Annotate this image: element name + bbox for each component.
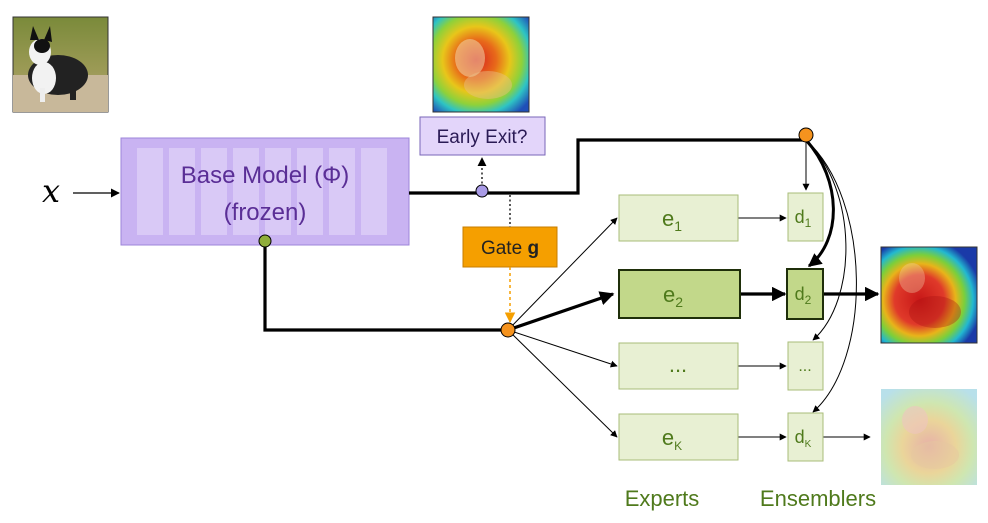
expert-1-label: e (662, 206, 674, 231)
feature-arrow-d3 (805, 139, 847, 341)
route-arrow-e1 (507, 217, 618, 331)
gate-label: Gate (481, 238, 527, 259)
route-arrow-ek (507, 329, 618, 438)
base-model-block: Base Model (Φ) (frozen) (120, 137, 410, 246)
experts-column-label: Experts (625, 486, 700, 511)
svg-text:e1: e1 (662, 206, 682, 234)
input-symbol: x (42, 172, 60, 210)
expert-k-sub: K (674, 439, 682, 453)
svg-text:dK: dK (795, 427, 812, 450)
ensembler-1-sub: 1 (805, 216, 812, 230)
early-exit-node (475, 184, 489, 198)
expert-1-sub: 1 (674, 218, 682, 234)
early-exit-box: Early Exit? (419, 116, 546, 156)
route-arrow-e3 (507, 329, 618, 368)
svg-text:d2: d2 (795, 284, 812, 307)
ensembler-2-sub: 2 (805, 293, 812, 307)
expert-k-label: e (662, 425, 674, 450)
faded-output-heatmap-image (881, 389, 977, 485)
ensembler-box-1: d1 (787, 192, 824, 242)
ensembler-box-3: ... (787, 341, 824, 391)
expert-2-sub: 2 (675, 294, 683, 310)
early-exit-heatmap-image (432, 16, 530, 113)
svg-text:...: ... (798, 358, 811, 375)
ensembler-box-k: dK (787, 412, 824, 462)
ensembler-k-sub: K (805, 439, 812, 450)
gate-feature-node (258, 234, 272, 248)
feature-path-gate (263, 241, 508, 332)
svg-text:Gate g: Gate g (481, 238, 539, 259)
svg-text:...: ... (669, 352, 687, 377)
ensembler-3-label: ... (798, 358, 811, 375)
ensembler-2-label: d (795, 284, 805, 304)
input-image (12, 16, 109, 113)
svg-text:eK: eK (662, 425, 682, 453)
feature-arrow-d2 (804, 138, 835, 268)
feature-path-ensembler (409, 138, 806, 195)
svg-text:d1: d1 (795, 207, 812, 230)
ensemblers-column-label: Ensemblers (760, 486, 876, 511)
expert-box-k: eK (618, 413, 739, 461)
ensembler-feature-node (798, 127, 814, 143)
expert-2-label: e (663, 282, 675, 307)
feature-arrow-dk (805, 139, 857, 413)
expert-box-1: e1 (618, 194, 739, 242)
expert-box-3: ... (618, 342, 739, 390)
ensembler-k-label: d (795, 427, 805, 447)
main-output-heatmap-image (880, 246, 978, 344)
gate-box: Gate g (462, 226, 558, 268)
svg-text:e2: e2 (663, 282, 683, 310)
expert-3-label: ... (669, 352, 687, 377)
early-exit-label: Early Exit? (437, 127, 528, 148)
base-model-title: Base Model (Φ) (181, 162, 350, 189)
gate-routing-node (500, 322, 516, 338)
ensembler-box-2: d2 (786, 268, 824, 320)
gate-symbol: g (527, 238, 539, 259)
base-model-subtitle: (frozen) (224, 199, 307, 226)
ensembler-1-label: d (795, 207, 805, 227)
expert-box-2: e2 (618, 269, 741, 319)
route-arrow-e2 (507, 291, 615, 332)
